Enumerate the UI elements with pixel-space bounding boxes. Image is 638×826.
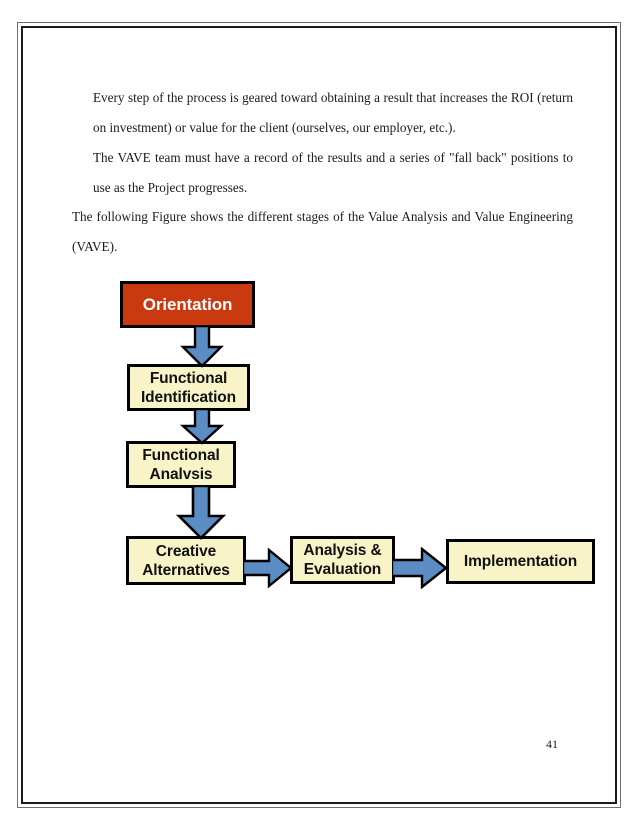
body-paragraph-2: The VAVE team must have a record of the … — [93, 150, 573, 196]
flow-arrow-right-icon-2 — [392, 547, 450, 589]
flow-arrow-down-icon-1 — [176, 326, 228, 368]
flow-arrow-down-icon-3 — [173, 486, 229, 540]
flow-node-implementation: Implementation — [446, 539, 595, 584]
page-border-outer — [17, 22, 621, 808]
page-content: Every step of the process is geared towa… — [21, 26, 617, 804]
page-number: 41 — [546, 737, 558, 751]
body-paragraph-1: Every step of the process is geared towa… — [93, 90, 573, 136]
flow-arrow-right-icon-1 — [243, 547, 295, 589]
page-border-inner — [21, 26, 617, 804]
flow-node-analysis-and-evaluation: Analysis &Evaluation — [290, 536, 395, 584]
flow-node-orientation: Orientation — [120, 281, 255, 328]
flow-arrow-down-icon-2 — [176, 409, 228, 445]
body-paragraph-3: The following Figure shows the different… — [72, 209, 573, 255]
